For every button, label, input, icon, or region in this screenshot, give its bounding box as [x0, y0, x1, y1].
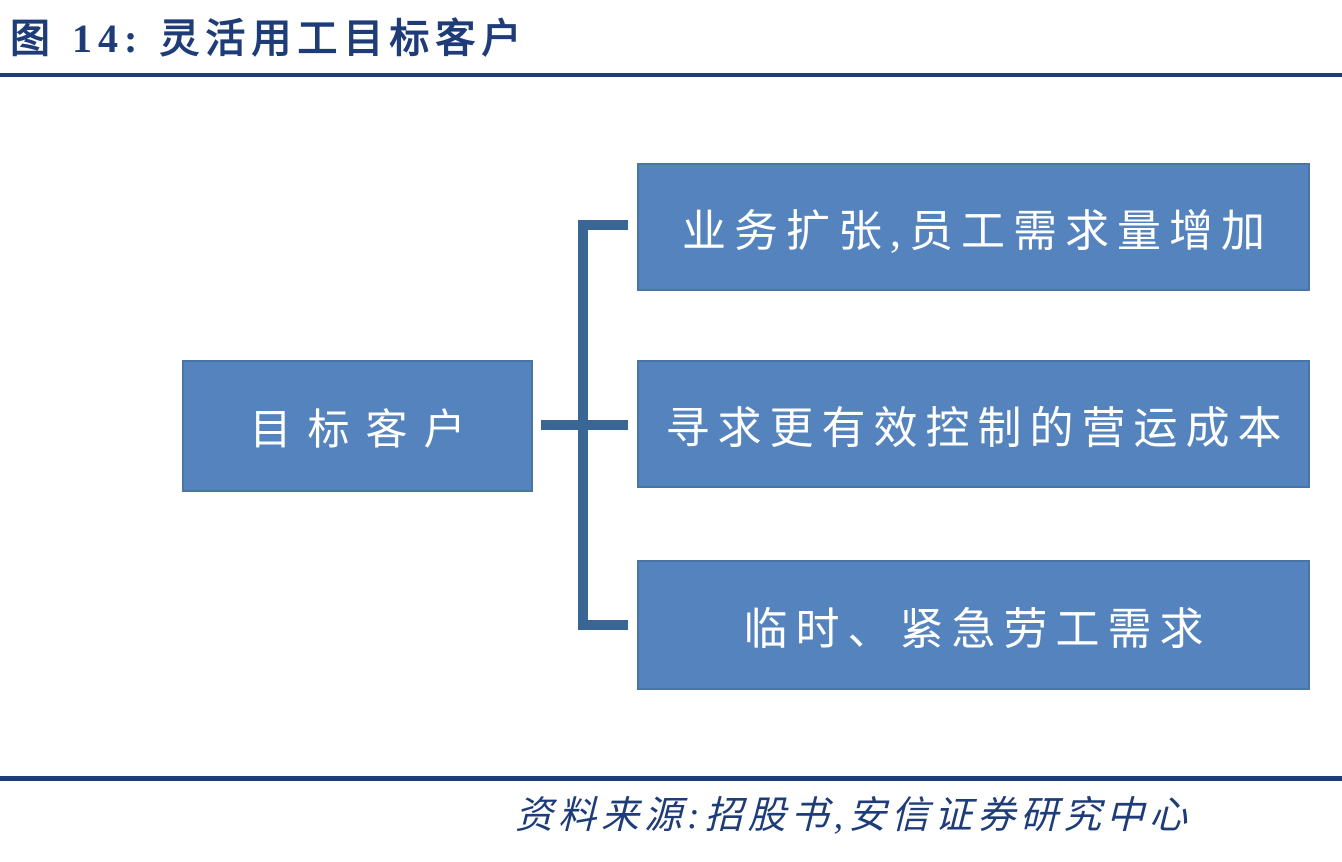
branch-node-temporary-labor: 临时、紧急劳工需求 — [637, 560, 1310, 690]
root-node-label: 目标客户 — [249, 407, 482, 454]
connector-spine — [578, 220, 588, 630]
branch-node-label: 业务扩张,员工需求量增加 — [682, 207, 1273, 256]
branch-node-business-expansion: 业务扩张,员工需求量增加 — [637, 163, 1310, 291]
figure-source-note: 资料来源:招股书,安信证券研究中心 — [515, 795, 1193, 837]
connector-branch-bottom — [578, 620, 628, 630]
branch-node-label: 寻求更有效控制的营运成本 — [665, 404, 1290, 453]
connector-branch-top — [578, 220, 628, 230]
root-node-target-customers: 目标客户 — [182, 360, 533, 492]
branch-node-label: 临时、紧急劳工需求 — [743, 605, 1212, 654]
footer-divider-line — [0, 776, 1342, 781]
figure-title: 图 14: 灵活用工目标客户 — [10, 16, 528, 61]
branch-node-cost-control: 寻求更有效控制的营运成本 — [637, 360, 1310, 488]
title-divider-line — [0, 73, 1342, 77]
